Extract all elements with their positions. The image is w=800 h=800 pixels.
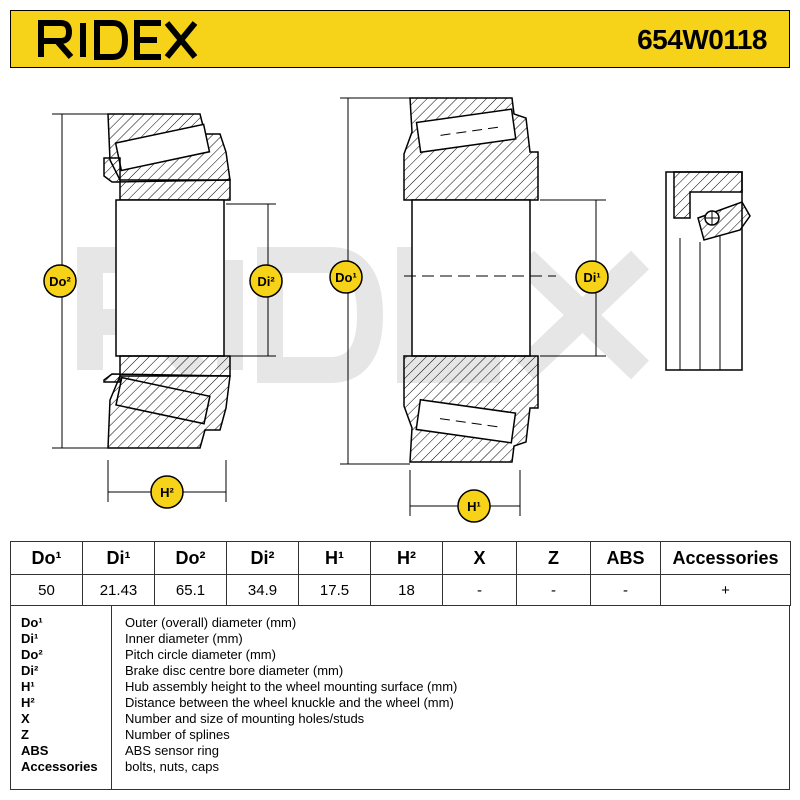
legend-row: Z Number of splines: [11, 727, 791, 743]
h2-badge: H²: [150, 475, 184, 509]
col-header: H¹: [298, 541, 371, 575]
spec-value-row: 50 21.43 65.1 34.9 17.5 18 - - - +: [10, 574, 791, 606]
spec-value: 50: [10, 574, 83, 606]
legend-desc: Inner diameter (mm): [125, 631, 243, 646]
legend-box: Do¹ Outer (overall) diameter (mm) Di¹ Inne…: [10, 605, 790, 790]
seal-detail: [665, 171, 751, 371]
spec-value: 65.1: [154, 574, 227, 606]
technical-drawing: Do² Di² H² Do¹: [43, 97, 751, 523]
legend-key: Do¹: [21, 615, 43, 630]
left-bearing-section: [103, 113, 231, 449]
legend-desc: Distance between the wheel knuckle and t…: [125, 695, 454, 710]
col-header: Do²: [154, 541, 227, 575]
spec-value: +: [660, 574, 791, 606]
legend-desc: Brake disc centre bore diameter (mm): [125, 663, 344, 678]
legend-key: H¹: [21, 679, 35, 694]
legend-row: Do² Pitch circle diameter (mm): [11, 647, 791, 663]
center-bearing-section: [403, 97, 556, 463]
spec-table: Do¹ Di¹ Do² Di² H¹ H² X Z ABS Accessorie…: [10, 541, 791, 606]
legend-key: Z: [21, 727, 29, 742]
legend-desc: Number of splines: [125, 727, 230, 742]
legend-row: H² Distance between the wheel knuckle and…: [11, 695, 791, 711]
legend-key: Di¹: [21, 631, 39, 646]
legend-row: Di¹ Inner diameter (mm): [11, 631, 791, 647]
spec-value: 17.5: [298, 574, 371, 606]
do2-badge: Do²: [43, 264, 77, 298]
legend-desc: Hub assembly height to the wheel mountin…: [125, 679, 458, 694]
ridex-logo: [38, 20, 198, 60]
header-bar: 654W0118: [10, 10, 790, 68]
spec-value: 34.9: [226, 574, 299, 606]
svg-text:Do¹: Do¹: [335, 270, 357, 285]
spec-header-row: Do¹ Di¹ Do² Di² H¹ H² X Z ABS Accessorie…: [10, 541, 791, 575]
legend-desc: ABS sensor ring: [125, 743, 219, 758]
legend-key: X: [21, 711, 30, 726]
legend-key: ABS: [21, 743, 49, 758]
legend-row: H¹ Hub assembly height to the wheel mount…: [11, 679, 791, 695]
legend-desc: Number and size of mounting holes/studs: [125, 711, 365, 726]
col-header: Z: [516, 541, 591, 575]
legend-key: Di²: [21, 663, 39, 678]
legend-key: Accessories: [21, 759, 98, 774]
legend-row: Do¹ Outer (overall) diameter (mm): [11, 615, 791, 631]
spec-value: -: [590, 574, 661, 606]
legend-row: Accessories bolts, nuts, caps: [11, 759, 791, 775]
svg-text:H¹: H¹: [467, 499, 481, 514]
h1-badge: H¹: [457, 489, 491, 523]
di2-badge: Di²: [249, 264, 283, 298]
spec-value: -: [516, 574, 591, 606]
spec-value: 18: [370, 574, 443, 606]
svg-text:Di²: Di²: [257, 274, 275, 289]
spec-value: -: [442, 574, 517, 606]
legend-key: H²: [21, 695, 35, 710]
svg-text:Do²: Do²: [49, 274, 71, 289]
part-number: 654W0118: [637, 24, 767, 55]
col-header: Di¹: [82, 541, 155, 575]
spec-value: 21.43: [82, 574, 155, 606]
legend-row: Di² Brake disc centre bore diameter (mm): [11, 663, 791, 679]
do1-badge: Do¹: [329, 260, 363, 294]
col-header: ABS: [590, 541, 661, 575]
col-header: Accessories: [660, 541, 791, 575]
col-header: Do¹: [10, 541, 83, 575]
legend-row: X Number and size of mounting holes/studs: [11, 711, 791, 727]
svg-text:H²: H²: [160, 485, 174, 500]
legend-row: ABS ABS sensor ring: [11, 743, 791, 759]
legend-desc: Pitch circle diameter (mm): [125, 647, 276, 662]
legend-key: Do²: [21, 647, 43, 662]
col-header: H²: [370, 541, 443, 575]
col-header: Di²: [226, 541, 299, 575]
di1-badge: Di¹: [575, 260, 609, 294]
svg-text:Di¹: Di¹: [583, 270, 600, 285]
legend-divider: [111, 606, 112, 789]
col-header: X: [442, 541, 517, 575]
legend-desc: bolts, nuts, caps: [125, 759, 219, 774]
legend-desc: Outer (overall) diameter (mm): [125, 615, 297, 630]
